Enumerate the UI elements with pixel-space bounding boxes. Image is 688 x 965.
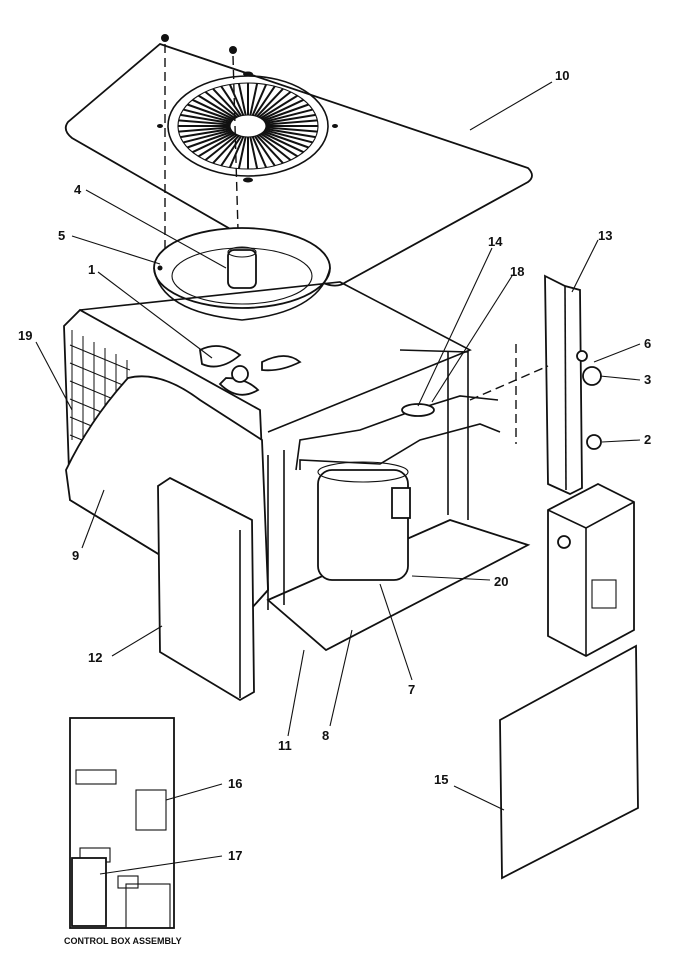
grille-spoke — [260, 132, 299, 158]
grille-spoke — [220, 85, 242, 117]
callout-3: 3 — [644, 372, 651, 387]
callout-20: 20 — [494, 574, 508, 589]
grille-spoke — [180, 113, 231, 125]
callout-16: 16 — [228, 776, 242, 791]
grille-spoke — [256, 134, 284, 164]
grille-spoke — [264, 129, 313, 144]
leader-lines — [35, 81, 641, 875]
grille-spoke — [254, 85, 276, 117]
callout-1: 1 — [88, 262, 95, 277]
callout-14: 14 — [488, 234, 503, 249]
condenser-cabinet — [63, 281, 531, 652]
grille-spoke — [261, 98, 304, 121]
grille-spoke — [178, 126, 231, 133]
grille-spoke — [183, 108, 232, 123]
callout-17: 17 — [228, 848, 242, 863]
grille-spoke — [197, 132, 236, 158]
callout-6: 6 — [644, 336, 651, 351]
grille-spoke — [212, 88, 240, 118]
grille-spoke — [187, 103, 233, 122]
grille-spoke — [183, 129, 232, 144]
callout-4: 4 — [74, 182, 82, 197]
coil-grid-line — [69, 344, 131, 371]
grille-spoke — [220, 135, 242, 167]
grille-spoke — [263, 130, 309, 149]
control-bracket-13 — [469, 274, 602, 495]
callout-12: 12 — [88, 650, 102, 665]
grille-spoke — [192, 131, 235, 154]
grille-spoke — [264, 108, 313, 123]
callout-18: 18 — [510, 264, 524, 279]
grille-spoke — [187, 130, 233, 149]
callout-8: 8 — [322, 728, 329, 743]
grille-spoke — [258, 133, 292, 161]
grille-spoke — [228, 84, 245, 116]
grille-spoke — [237, 83, 247, 116]
coil-grid-line — [69, 362, 131, 389]
grille-spoke — [251, 136, 268, 168]
cover-panel-15 — [499, 644, 639, 880]
grille-spoke — [265, 126, 318, 133]
callout-5: 5 — [58, 228, 65, 243]
callout-2: 2 — [644, 432, 651, 447]
callout-10: 10 — [555, 68, 569, 83]
grille-spoke — [260, 94, 299, 120]
control-box-assembly-caption: CONTROL BOX ASSEMBLY — [64, 936, 182, 946]
grille-spoke — [265, 119, 318, 126]
callout-labels: 10 4 5 1 19 9 12 14 18 13 6 3 2 20 7 8 1… — [18, 68, 651, 946]
grille-spoke — [212, 134, 240, 164]
grille-spoke — [192, 98, 235, 121]
grille-spoke — [197, 94, 236, 120]
callout-13: 13 — [598, 228, 612, 243]
access-panel-12 — [157, 476, 255, 702]
callout-11: 11 — [278, 738, 292, 753]
grille-spoke — [204, 91, 238, 119]
grille-spoke — [237, 136, 247, 169]
callout-15: 15 — [434, 772, 448, 787]
grille-spoke — [254, 135, 276, 167]
callout-19: 19 — [18, 328, 32, 343]
grille-spoke — [263, 103, 309, 122]
control-box — [547, 482, 635, 658]
grille-spoke — [261, 131, 304, 154]
grille-spoke — [180, 127, 231, 139]
control-box-assembly-inset — [69, 717, 175, 929]
grille-spoke — [249, 83, 259, 116]
grille-spoke — [178, 119, 231, 126]
grille-spoke — [258, 91, 292, 119]
grille-spoke — [249, 136, 259, 169]
grille-spoke — [251, 84, 268, 116]
fan-grille-spokes — [178, 83, 318, 169]
grille-spoke — [265, 113, 316, 125]
grille-spoke — [204, 133, 238, 161]
callout-9: 9 — [72, 548, 79, 563]
callout-7: 7 — [408, 682, 415, 697]
grille-spoke — [265, 127, 316, 139]
grille-spoke — [256, 88, 284, 118]
fan-shroud — [153, 227, 331, 321]
grille-spoke — [228, 136, 245, 168]
top-panel — [64, 42, 533, 287]
